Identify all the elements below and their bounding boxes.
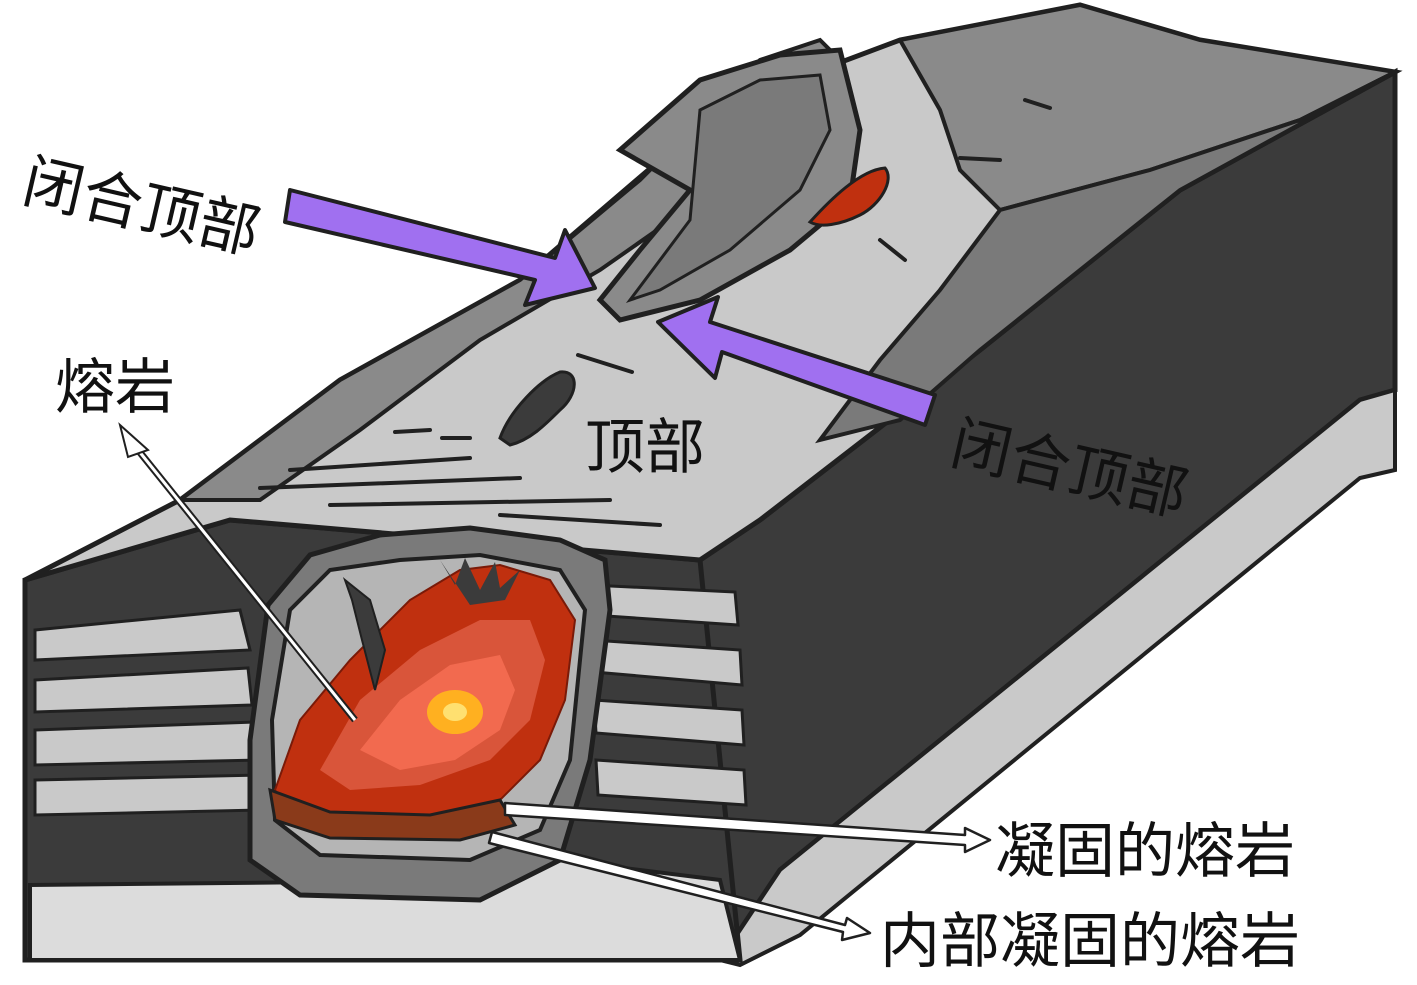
tube-roof-drip xyxy=(342,577,387,691)
lava-core-glow xyxy=(443,703,467,721)
top-right-slope xyxy=(815,70,1396,444)
channel-inner xyxy=(625,73,832,303)
pointer-lava xyxy=(118,422,358,723)
pointer-solidified-lava xyxy=(503,801,992,854)
block-right-lower-band xyxy=(716,387,1397,968)
solidified-lava-floor xyxy=(268,787,518,842)
closing-arrow-right xyxy=(656,295,937,427)
skylight-hole xyxy=(498,370,576,447)
surface-lava-spot xyxy=(807,166,890,227)
surface-cracks xyxy=(258,98,1052,527)
front-strata-left xyxy=(33,608,264,817)
pointer-inner-solidified-lava xyxy=(487,830,872,942)
label-inner-solidified-lava: 内部凝固的熔岩 xyxy=(880,907,1300,977)
tube-roof-spikes xyxy=(440,558,520,605)
label-solidified-lava: 凝固的熔岩 xyxy=(995,817,1295,887)
closing-arrow-left xyxy=(283,188,597,307)
label-roof: 顶部 xyxy=(585,413,705,483)
label-lava: 熔岩 xyxy=(55,353,175,423)
